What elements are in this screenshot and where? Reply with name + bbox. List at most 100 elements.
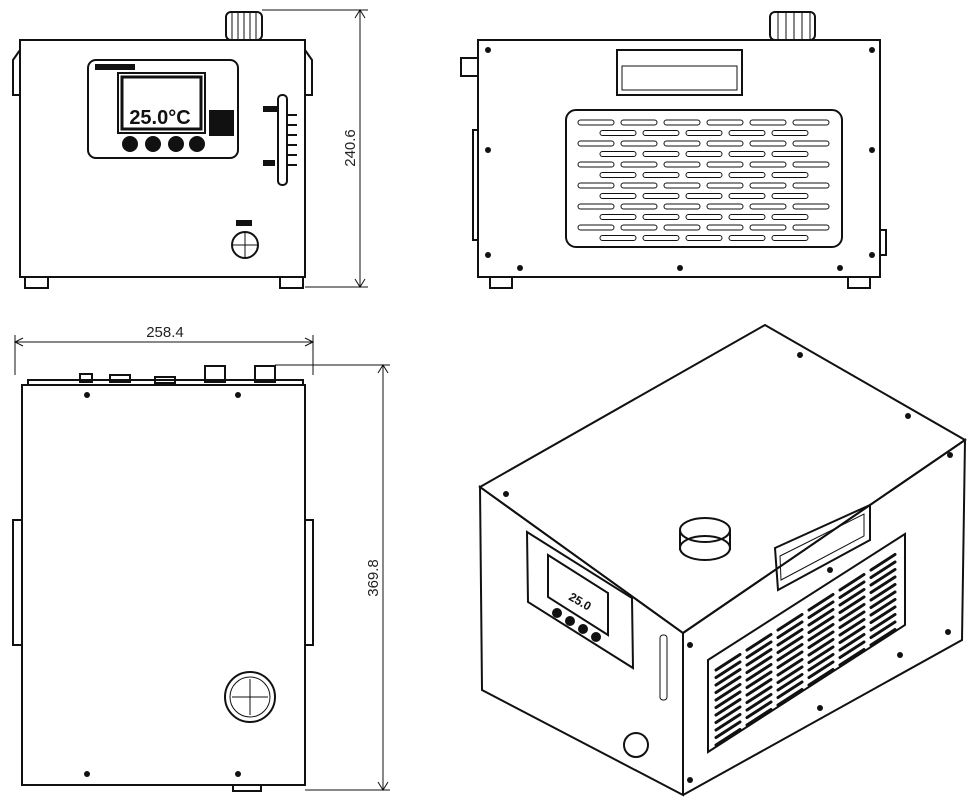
vent-slot [749, 203, 787, 210]
screw [517, 265, 523, 271]
vent-slot [714, 660, 742, 679]
vent-slot [706, 140, 744, 147]
foot [847, 276, 871, 289]
fitting [254, 365, 276, 383]
vent-slot [745, 640, 773, 659]
vent-slot [706, 119, 744, 126]
control-panel [87, 59, 239, 159]
vent-slot [776, 665, 804, 684]
vent-slot [792, 182, 830, 189]
vent-slot [792, 140, 830, 147]
vent-slot [776, 628, 804, 647]
vent-slot [599, 214, 637, 220]
vent-slot [714, 683, 742, 702]
screw [485, 147, 491, 153]
vent-slot [771, 193, 809, 199]
vent-slot [663, 161, 701, 168]
vent-slot [728, 130, 766, 136]
vent-slot [577, 161, 615, 168]
vent-slot [620, 161, 658, 168]
top-body [21, 384, 306, 786]
vent-slot [776, 643, 804, 662]
vent-slot [771, 235, 809, 241]
vent-slot [771, 130, 809, 136]
top-view: 258.4 369.8 [12, 324, 390, 792]
vent-slot [599, 130, 637, 136]
vent-slot [838, 625, 866, 644]
vent-slot [642, 214, 680, 220]
vent-slot [706, 182, 744, 189]
vent-slot [599, 193, 637, 199]
vent-slot [663, 140, 701, 147]
vent-slot [776, 635, 804, 654]
carry-handle [773, 503, 871, 592]
vent-slot [807, 623, 835, 642]
vent-slot [807, 608, 835, 627]
vent-slot [714, 690, 742, 709]
display-screen [117, 72, 206, 134]
vent-slot [869, 605, 897, 624]
side-handle [304, 519, 314, 646]
vent-slot [714, 698, 742, 717]
vent-slot [807, 600, 835, 619]
vent-slot [577, 224, 615, 231]
vent-slot [577, 203, 615, 210]
vent-slot [838, 633, 866, 652]
vent-slot [776, 613, 804, 632]
side-body [477, 39, 881, 278]
vent-slot [838, 603, 866, 622]
vent-slot [620, 203, 658, 210]
vent-slot [792, 203, 830, 210]
vent-slot [776, 680, 804, 699]
depth-dimension-line [275, 364, 390, 791]
brand-logo [95, 64, 135, 70]
vent-grille [707, 532, 906, 754]
vent-slot [869, 613, 897, 632]
vent-slot [714, 653, 742, 672]
vent-slot [599, 172, 637, 178]
svg-text:25.0: 25.0 [566, 590, 594, 614]
vent-slot [714, 705, 742, 724]
vent-slot [706, 203, 744, 210]
vent-grille [565, 109, 843, 248]
vent-slot [577, 182, 615, 189]
label-block [209, 110, 234, 136]
foot [279, 276, 304, 289]
vent-slot [663, 182, 701, 189]
vent-slot [792, 161, 830, 168]
vent-slot [714, 720, 742, 739]
vent-slot [869, 598, 897, 617]
control-panel [525, 530, 635, 670]
display-reading: 25.0°C [129, 107, 190, 129]
vent-slot [807, 593, 835, 612]
vent-slot [807, 615, 835, 634]
vent-slot [642, 235, 680, 241]
vent-slot [771, 151, 809, 157]
vent-slot [745, 655, 773, 674]
vent-slot [776, 650, 804, 669]
foot [489, 276, 513, 289]
screw [485, 47, 491, 53]
panel-button [189, 136, 205, 152]
vent-slot [599, 235, 637, 241]
vent-slot [745, 678, 773, 697]
fill-cap [769, 11, 816, 41]
vent-slot [620, 224, 658, 231]
side-view [460, 11, 887, 289]
vent-slot [685, 235, 723, 241]
carry-handle [616, 49, 743, 96]
vent-slot [838, 573, 866, 592]
right-face [682, 438, 967, 796]
vent-slot [728, 214, 766, 220]
vent-slot [620, 182, 658, 189]
vent-slot [792, 119, 830, 126]
height-dimension-line [262, 9, 368, 288]
vent-slot [745, 663, 773, 682]
screw [837, 265, 843, 271]
vent-slot [869, 553, 897, 572]
vent-slot [869, 560, 897, 579]
screw [485, 252, 491, 258]
side-handle [304, 49, 313, 96]
vent-slot [728, 151, 766, 157]
